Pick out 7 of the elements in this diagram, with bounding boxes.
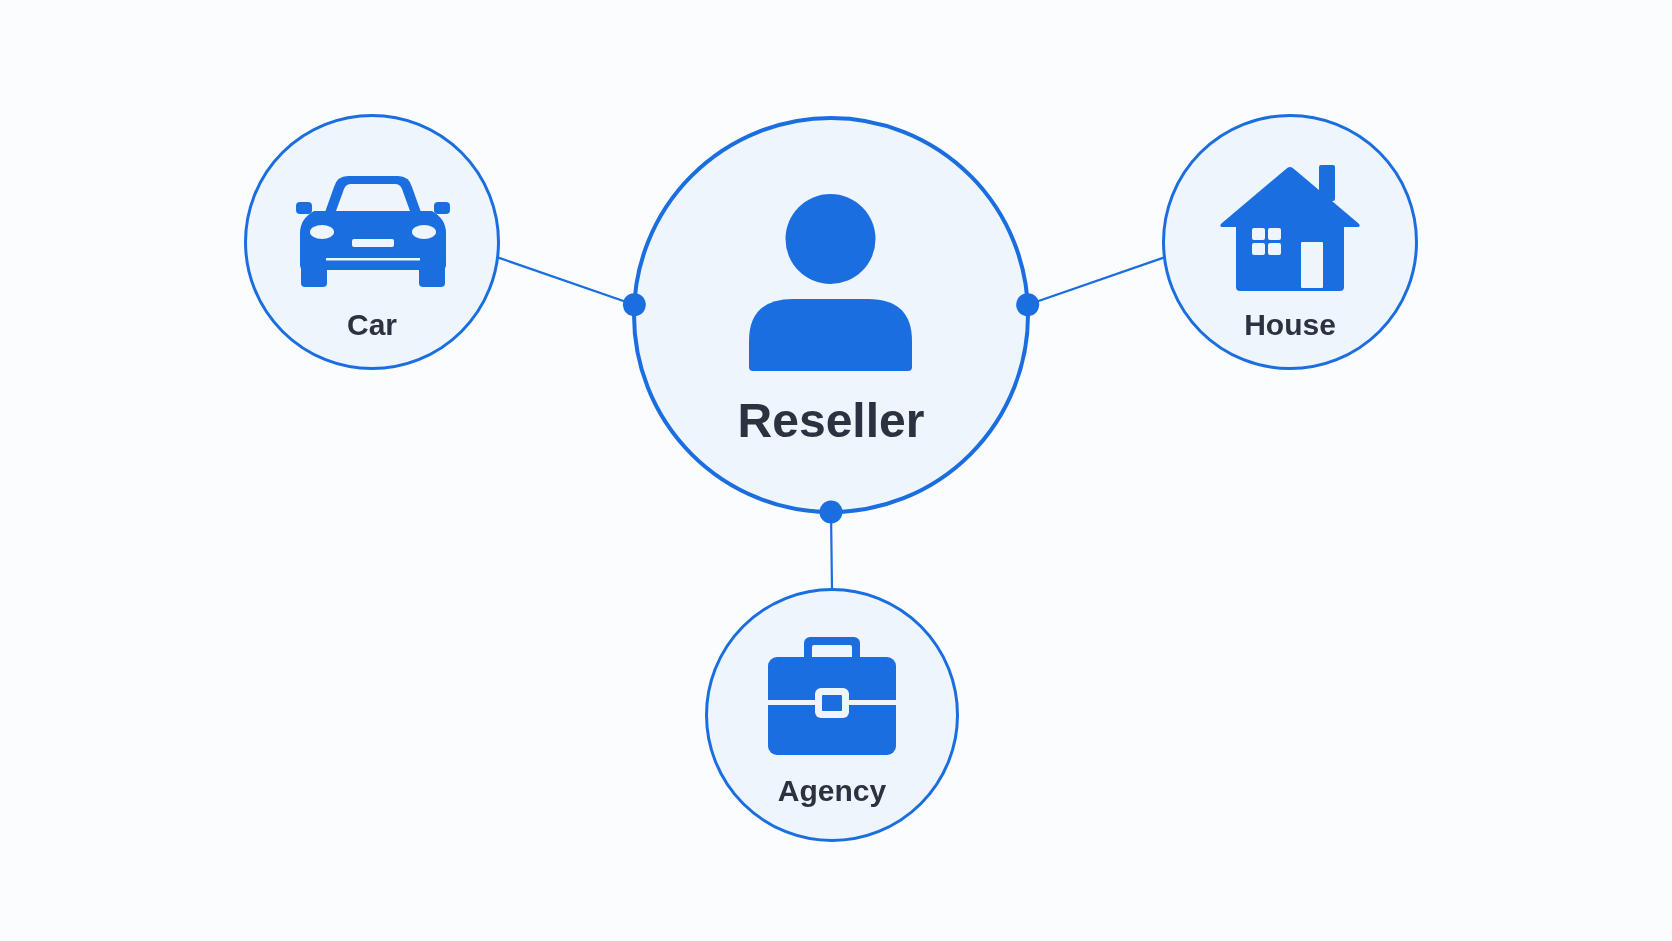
- node-label: House: [1244, 307, 1336, 343]
- node-label: Car: [347, 307, 397, 343]
- connector-line: [819, 500, 843, 590]
- node-label: Agency: [777, 773, 887, 809]
- connector-line: [1016, 256, 1165, 317]
- connector-line: [497, 256, 646, 317]
- node-label: Reseller: [737, 393, 925, 449]
